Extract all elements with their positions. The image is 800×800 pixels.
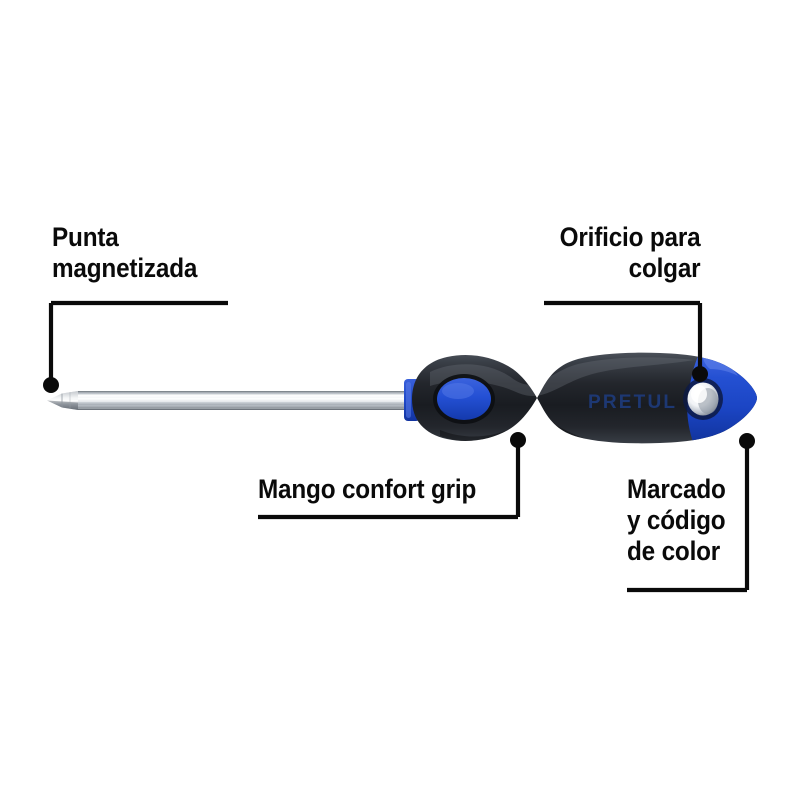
callout-anchor-dots [43,366,755,449]
confort-grip-handle: PRETUL [412,352,757,444]
callout-label-punta-magnetizada: Punta magnetizada [52,222,198,283]
callout-dot-marcado [739,433,755,449]
callout-label-mango-confort-grip: Mango confort grip [258,474,477,504]
magnetized-phillips-tip [47,391,78,410]
grip-oval-inset [433,374,495,424]
brand-logo-text: PRETUL [588,392,677,413]
callout-label-orificio-para-colgar: Orificio para colgar [559,222,700,283]
callout-dot-punta [43,377,59,393]
hanging-hole [683,378,723,420]
callout-label-marcado-y-codigo-de-color: Marcado y código de color [627,474,726,566]
screwdriver-shaft [78,391,415,410]
callout-dot-orificio [692,366,708,382]
callout-dot-mango [510,432,526,448]
callout-leader-lines [48,300,750,593]
